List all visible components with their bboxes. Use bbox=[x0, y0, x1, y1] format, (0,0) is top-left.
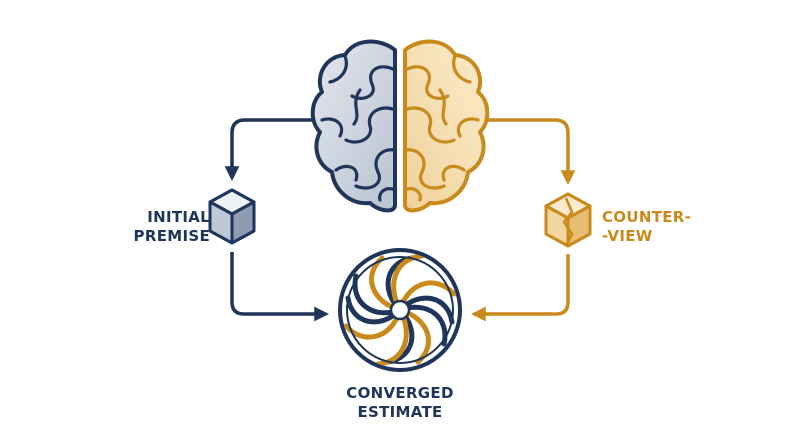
arrow-premise-to-result bbox=[230, 252, 329, 322]
initial-premise-line-1: INITIAL bbox=[147, 208, 210, 226]
cracked-cube-icon bbox=[544, 192, 592, 248]
initial-premise-label: INITIAL PREMISE bbox=[126, 208, 210, 246]
solid-cube-icon bbox=[208, 188, 256, 245]
arrow-counter-to-result bbox=[471, 254, 570, 322]
converged-estimate-line-2: ESTIMATE bbox=[357, 403, 443, 421]
counter-view-line-2: -VIEW bbox=[602, 227, 653, 245]
counter-view-label: COUNTER- -VIEW bbox=[602, 208, 712, 246]
initial-premise-line-2: PREMISE bbox=[133, 227, 210, 245]
counter-view-line-1: COUNTER- bbox=[602, 208, 692, 226]
arrow-brain-to-premise bbox=[224, 118, 322, 181]
converged-estimate-line-1: CONVERGED bbox=[346, 384, 454, 402]
converged-estimate-label: CONVERGED ESTIMATE bbox=[330, 384, 470, 422]
brain-left-hemisphere-icon bbox=[310, 39, 397, 213]
woven-spiral-icon bbox=[338, 248, 462, 372]
brain-right-hemisphere-icon bbox=[403, 39, 490, 213]
arrow-brain-to-counter bbox=[478, 118, 576, 185]
